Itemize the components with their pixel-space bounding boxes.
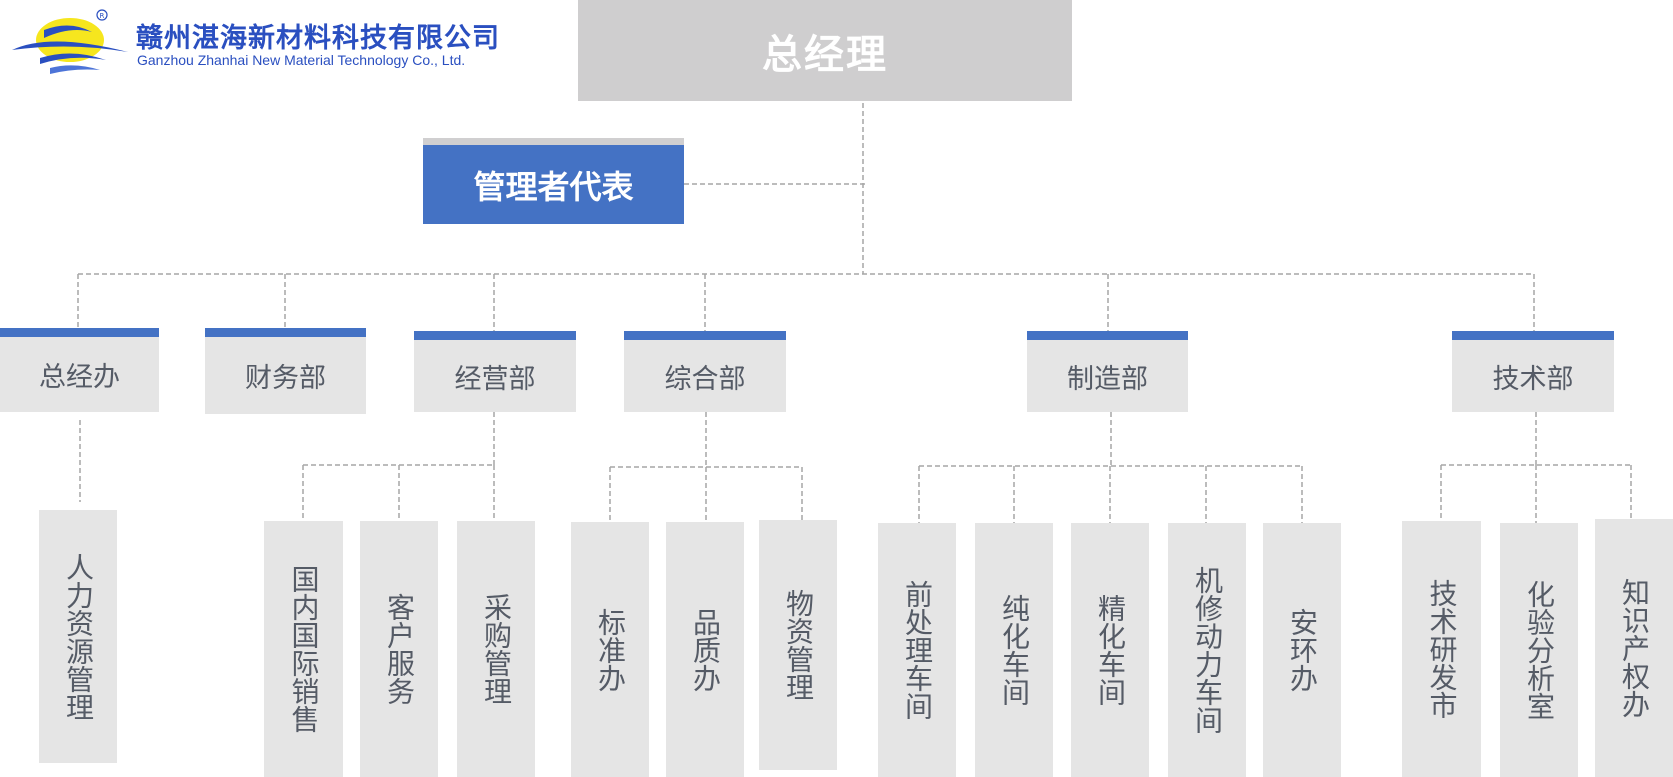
unit-node: 技术研发市 xyxy=(1402,521,1481,777)
dept-node: 总经办 xyxy=(0,328,159,412)
dept-node: 技术部 xyxy=(1452,331,1614,412)
company-logo: R 赣州湛海新材料科技有限公司 Ganzhou Zhanhai New Mate… xyxy=(10,8,530,78)
unit-node: 国内国际销售 xyxy=(264,521,343,777)
unit-node: 前处理车间 xyxy=(878,523,956,777)
unit-node: 化验分析室 xyxy=(1500,523,1578,777)
unit-node: 客户服务 xyxy=(360,521,438,777)
unit-node: 物资管理 xyxy=(759,520,837,770)
logo-mark-icon: R xyxy=(12,9,128,74)
company-name-en: Ganzhou Zhanhai New Material Technology … xyxy=(137,52,466,68)
unit-node: 标准办 xyxy=(571,522,649,777)
unit-node: 精化车间 xyxy=(1071,523,1149,777)
unit-node: 知识产权办 xyxy=(1595,519,1673,777)
unit-node: 纯化车间 xyxy=(975,523,1053,777)
node-management-rep: 管理者代表 xyxy=(423,138,684,224)
dept-node: 制造部 xyxy=(1027,331,1188,412)
dept-node: 财务部 xyxy=(205,328,366,414)
node-general-manager: 总经理 xyxy=(578,0,1072,101)
unit-node: 品质办 xyxy=(666,522,744,777)
unit-node: 采购管理 xyxy=(457,521,535,777)
company-name-cn: 赣州湛海新材料科技有限公司 xyxy=(136,23,500,54)
dept-node: 综合部 xyxy=(624,331,786,412)
unit-node: 机修动力车间 xyxy=(1168,523,1246,777)
svg-text:R: R xyxy=(100,12,105,20)
dept-node: 经营部 xyxy=(414,331,576,412)
unit-node: 人力资源管理 xyxy=(39,510,117,763)
unit-node: 安环办 xyxy=(1263,523,1341,777)
